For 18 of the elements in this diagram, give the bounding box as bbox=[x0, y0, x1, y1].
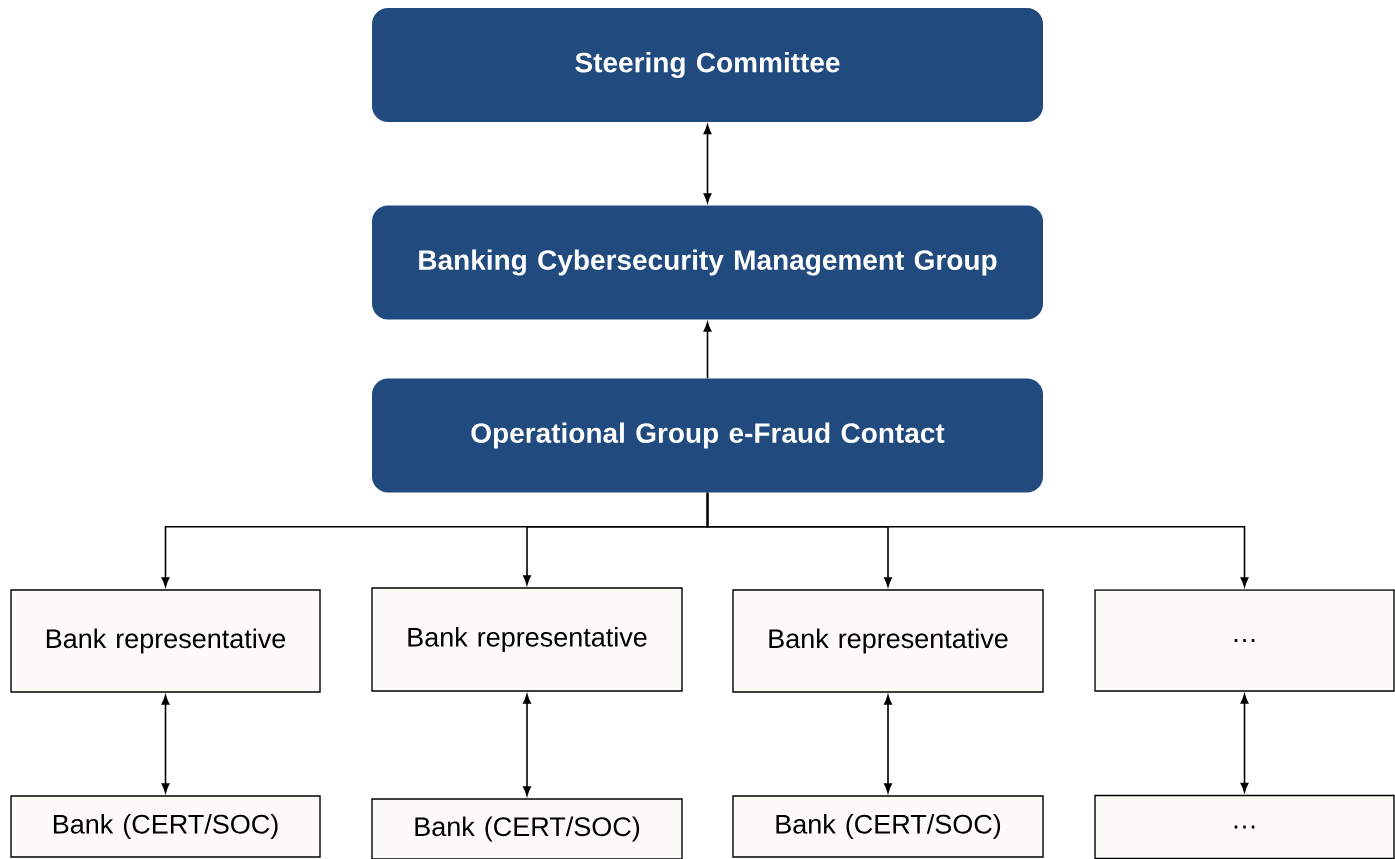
bank-box: Bank (CERT/SOC) bbox=[371, 798, 683, 859]
arrow bbox=[703, 124, 712, 203]
bank-box: Bank representative bbox=[10, 589, 321, 693]
committee-box: Operational Group e-Fraud Contact bbox=[372, 378, 1043, 493]
bank-box: … bbox=[1094, 794, 1395, 859]
bank-box: Bank representative bbox=[732, 589, 1044, 693]
bank-box: … bbox=[1094, 589, 1395, 692]
arrow bbox=[884, 695, 892, 793]
arrow bbox=[706, 491, 1249, 587]
bank-box: Bank representative bbox=[371, 587, 683, 692]
arrow bbox=[703, 322, 712, 380]
committee-box: Banking Cybersecurity Management Group bbox=[372, 205, 1043, 320]
arrow bbox=[523, 694, 531, 796]
bank-box: Bank (CERT/SOC) bbox=[732, 795, 1044, 858]
bank-box: Bank (CERT/SOC) bbox=[10, 795, 321, 858]
arrow bbox=[1240, 694, 1249, 793]
committee-box: Steering Committee bbox=[372, 8, 1043, 122]
arrow bbox=[161, 695, 170, 793]
